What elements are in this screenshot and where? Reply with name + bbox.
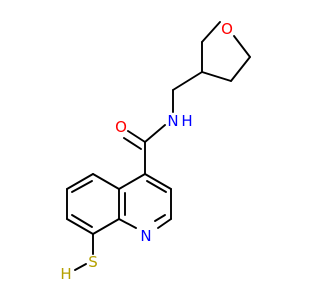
atom-o-ring: O	[221, 20, 233, 38]
bond-py-1	[144, 173, 172, 190]
bond-bz-4-inner	[71, 214, 93, 228]
bond-thf-4	[230, 56, 251, 82]
bond-co-2	[123, 137, 142, 150]
atom-n-amide: N	[167, 112, 178, 130]
bond-py-1-inner	[146, 180, 167, 193]
structure-canvas: O N H O N S H	[60, 20, 251, 283]
bond-thf-5	[233, 35, 251, 58]
bond-py-6	[118, 173, 146, 190]
bond-py-3-inner	[154, 214, 166, 222]
bond-py-3	[157, 218, 172, 229]
bond-n-carbonyl	[144, 124, 166, 143]
bond-thf-1	[201, 21, 221, 43]
atom-h-amide: H	[181, 112, 192, 130]
bond-thf-3	[201, 71, 232, 82]
bond-bz-2-inner	[71, 180, 93, 193]
bond-bz-1	[92, 173, 120, 190]
bond-py-4	[118, 218, 137, 229]
bond-s-h	[74, 263, 87, 271]
bond-bz-2	[66, 173, 94, 190]
molecule-structure: O N H O N S H	[60, 20, 251, 283]
atom-h-thiol: H	[60, 265, 71, 283]
bond-co-1	[127, 130, 146, 143]
bond-ch2-ring	[172, 71, 203, 91]
atom-s-thiol: S	[88, 253, 98, 271]
atom-n-pyridine: N	[140, 227, 151, 245]
atom-o-carbonyl: O	[115, 118, 127, 136]
bond-bz-4	[66, 218, 94, 235]
bond-bz-5	[92, 218, 120, 235]
